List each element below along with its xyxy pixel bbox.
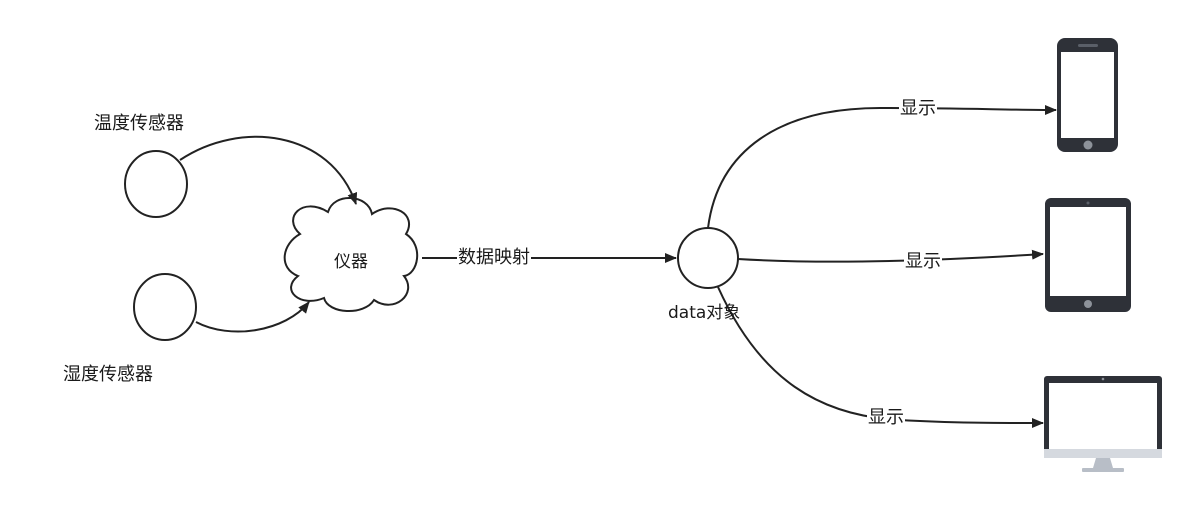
data-object-label: data对象 — [668, 303, 741, 323]
edge-humidity-to-instrument — [195, 301, 310, 333]
humidity-sensor-node[interactable] — [133, 273, 197, 341]
edge-display-monitor — [717, 286, 1044, 428]
tablet-icon — [1045, 198, 1131, 312]
mapping-edge-label: 数据映射 — [457, 247, 531, 269]
temperature-sensor-label: 温度传感器 — [94, 113, 184, 134]
instrument-label: 仪器 — [334, 252, 368, 272]
display-phone-edge-label: 显示 — [899, 98, 937, 120]
display-tablet-edge-label: 显示 — [904, 251, 942, 273]
humidity-sensor-label: 湿度传感器 — [63, 364, 153, 385]
temperature-sensor-node[interactable] — [124, 150, 188, 218]
instrument-cloud-node[interactable] — [283, 197, 419, 313]
monitor-icon — [1044, 376, 1162, 472]
edge-display-phone — [707, 104, 1057, 229]
edge-display-tablet — [737, 249, 1044, 263]
edge-temperature-to-instrument — [179, 135, 358, 205]
phone-icon — [1057, 38, 1118, 152]
data-object-node[interactable] — [677, 227, 739, 289]
display-monitor-edge-label: 显示 — [867, 407, 905, 429]
